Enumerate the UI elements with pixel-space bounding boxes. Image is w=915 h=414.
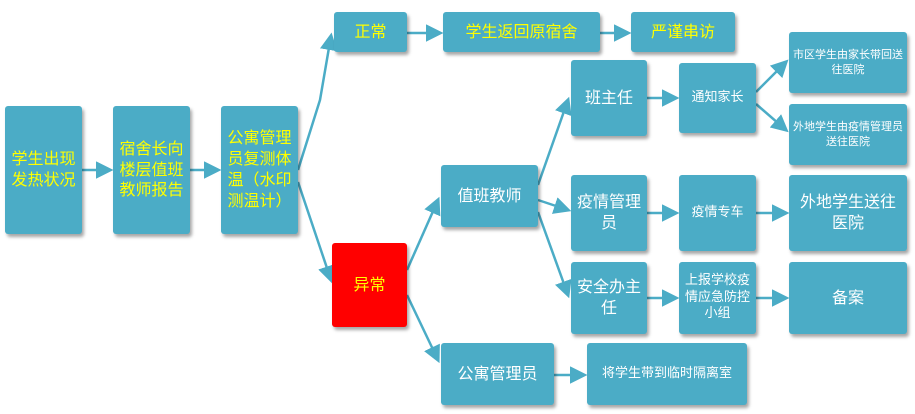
node-abnormal: 异常 [332,243,407,327]
arrow-duty-to-epidemic-mgr [537,197,572,214]
node-no-visit: 严谨串访 [631,12,735,52]
node-report-group: 上报学校疫情应急防控小组 [679,262,756,334]
node-epidemic-car: 疫情专车 [679,175,756,251]
node-notify-parent: 通知家长 [679,63,756,133]
node-fever: 学生出现发热状况 [5,106,82,234]
node-safety-head: 安全办主任 [571,262,647,334]
arrow-notify-to-city [755,59,789,93]
arrow-recheck-to-normal [296,32,338,171]
node-apartment-recheck: 公寓管理员复测体温（水印测温计） [221,106,298,234]
arrow-abnormal-to-apt-manager [405,294,440,364]
node-epidemic-manager: 疫情管理员 [571,175,647,251]
node-duty-teacher: 值班教师 [441,165,538,227]
arrow-duty-to-class-head [536,96,572,186]
node-outside-student-manager: 外地学生由疫情管理员送往医院 [789,104,907,165]
node-city-student: 市区学生由家长带回送往医院 [789,32,907,93]
node-normal: 正常 [334,12,407,52]
node-dorm-head-report: 宿舍长向楼层值班教师报告 [113,106,190,234]
node-outside-student-hospital: 外地学生送往医院 [789,175,907,251]
node-record: 备案 [789,262,907,334]
node-class-head: 班主任 [571,60,647,136]
arrow-notify-to-outside [755,103,789,133]
node-return-dorm: 学生返回原宿舍 [443,12,600,52]
node-apartment-manager: 公寓管理员 [441,343,554,405]
arrow-abnormal-to-duty-teacher [405,196,441,271]
arrow-recheck-to-abnormal [296,181,335,284]
arrow-duty-to-safety-head [536,211,572,299]
node-isolation: 将学生带到临时隔离室 [587,343,747,405]
